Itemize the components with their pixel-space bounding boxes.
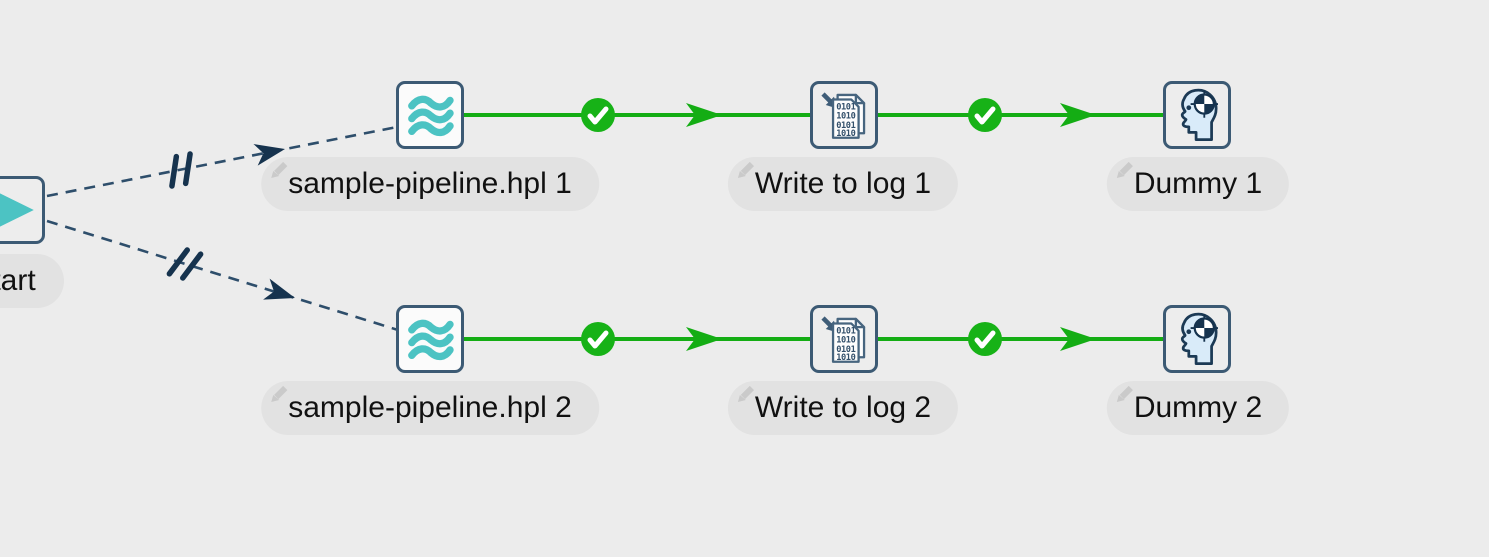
- svg-text:1010: 1010: [836, 129, 855, 139]
- action-label-text: sample-pipeline.hpl 2: [288, 391, 572, 424]
- svg-text:1010: 1010: [836, 353, 855, 363]
- dummy-head-icon: [1180, 88, 1218, 141]
- hop-arrowhead-icon: [686, 327, 722, 351]
- hop-arrowhead-icon: [263, 278, 295, 300]
- action-start[interactable]: [0, 176, 45, 244]
- svg-text:1010: 1010: [836, 112, 855, 122]
- hop-arrowhead-icon: [253, 143, 285, 166]
- dummy-head-icon: [1180, 312, 1218, 365]
- action-label-pipeline-1[interactable]: sample-pipeline.hpl 1: [261, 157, 599, 211]
- pipeline-waves-icon: [408, 319, 454, 361]
- edit-pencil-icon: [271, 161, 288, 178]
- action-label-text: Start: [0, 264, 36, 297]
- hop-arrowhead-icon: [1060, 103, 1096, 127]
- svg-text:0101: 0101: [836, 327, 855, 337]
- play-icon: [0, 193, 34, 227]
- svg-text:0101: 0101: [836, 103, 855, 113]
- action-dummy-2[interactable]: [1163, 305, 1231, 373]
- success-check-icon[interactable]: [581, 98, 615, 132]
- edit-pencil-icon: [271, 385, 288, 402]
- action-label-write-to-log-1[interactable]: Write to log 1: [727, 157, 959, 211]
- success-check-icon[interactable]: [968, 322, 1002, 356]
- edit-pencil-icon: [737, 385, 755, 402]
- hop-start-to-pipeline2[interactable]: [46, 219, 399, 332]
- parallel-slashes-icon: [166, 247, 204, 281]
- svg-text:0101: 0101: [836, 345, 855, 355]
- action-label-text: Write to log 2: [754, 391, 932, 424]
- action-label-pipeline-2[interactable]: sample-pipeline.hpl 2: [261, 381, 599, 435]
- action-label-dummy-1[interactable]: Dummy 1: [1106, 157, 1290, 211]
- action-label-text: Dummy 2: [1133, 391, 1263, 424]
- action-pipeline-2[interactable]: [396, 305, 464, 373]
- write-to-log-icon: 0101 1010 0101 1010: [821, 92, 866, 139]
- action-dummy-1[interactable]: [1163, 81, 1231, 149]
- hop-arrowhead-icon: [686, 103, 722, 127]
- parallel-slashes-icon: [169, 151, 193, 189]
- pipeline-waves-icon: [408, 95, 454, 137]
- edit-pencil-icon: [1116, 385, 1133, 402]
- edit-pencil-icon: [737, 161, 755, 178]
- action-label-dummy-2[interactable]: Dummy 2: [1106, 381, 1290, 435]
- action-label-text: Dummy 1: [1133, 167, 1263, 200]
- action-label-text: Write to log 1: [754, 167, 932, 200]
- action-write-to-log-1[interactable]: 0101 1010 0101 1010: [810, 81, 878, 149]
- edit-pencil-icon: [1116, 161, 1133, 178]
- hop-start-to-pipeline1[interactable]: [46, 125, 398, 198]
- svg-text:1010: 1010: [836, 336, 855, 346]
- action-label-text: sample-pipeline.hpl 1: [288, 167, 572, 200]
- write-to-log-icon: 0101 1010 0101 1010: [821, 316, 866, 363]
- action-label-start[interactable]: Start: [0, 254, 64, 308]
- success-check-icon[interactable]: [968, 98, 1002, 132]
- success-check-icon[interactable]: [581, 322, 615, 356]
- svg-text:0101: 0101: [836, 121, 855, 131]
- action-label-write-to-log-2[interactable]: Write to log 2: [727, 381, 959, 435]
- hop-arrowhead-icon: [1060, 327, 1096, 351]
- action-pipeline-1[interactable]: [396, 81, 464, 149]
- action-write-to-log-2[interactable]: 0101 1010 0101 1010: [810, 305, 878, 373]
